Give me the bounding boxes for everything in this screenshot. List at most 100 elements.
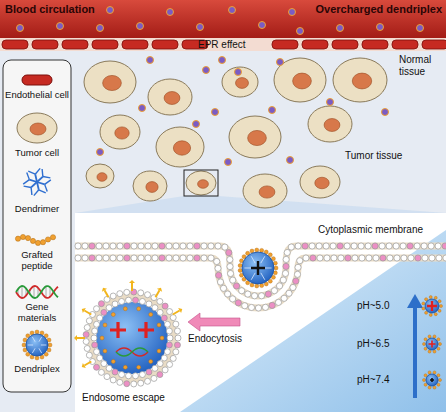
lipid-head (174, 342, 180, 348)
lipid-head (217, 279, 223, 285)
lipid-head (262, 304, 268, 310)
lipid-head (131, 381, 137, 387)
lipid-head (428, 243, 434, 249)
escape-arrowhead (178, 308, 182, 313)
nucleus (324, 119, 340, 132)
dendrimer-branch (261, 273, 265, 280)
peptide-bead (429, 313, 432, 316)
lipid-head (414, 243, 420, 249)
lipid-head (83, 339, 89, 345)
lipid-head (337, 243, 343, 249)
legend-text: Gene materials (18, 301, 57, 323)
tumor-cell (133, 171, 167, 201)
escape-arrowhead (82, 363, 86, 368)
peptide-bead (35, 330, 39, 334)
lipid-head (138, 255, 144, 261)
dendriplex-dot (203, 67, 210, 74)
legend-entry: Dendrimer (5, 204, 69, 215)
dendrimer-branch (37, 182, 39, 190)
lipid-head (98, 369, 104, 375)
escape-arrowhead (74, 335, 77, 341)
lipid-head (162, 367, 168, 373)
lipid-head (124, 255, 130, 261)
dendriplex-dot (229, 7, 236, 14)
lipid-head (201, 255, 207, 261)
dendrimer-branch (261, 256, 265, 263)
lipid-head (145, 255, 151, 261)
nucleus (97, 173, 107, 182)
nucleus (315, 177, 329, 189)
dendriplex-dot (382, 109, 389, 116)
lipid-head (112, 369, 118, 375)
lipid-head (117, 291, 123, 297)
lipid-head (443, 255, 446, 261)
dendrimer-branch (39, 190, 46, 193)
lipid-head (145, 292, 151, 298)
peptide-bead (433, 371, 436, 374)
dendrimer-branch (34, 190, 39, 196)
lipid-head (295, 243, 301, 249)
peptide-bead (35, 356, 39, 360)
lipid-head (166, 328, 172, 334)
endothelial-cell (122, 40, 148, 49)
lipid-tails (75, 246, 446, 296)
ph-label: pH~6.5 (357, 338, 390, 350)
lipid-head (331, 255, 337, 261)
dendriplex (423, 371, 442, 389)
lipid-head (317, 255, 323, 261)
lipid-head (167, 309, 173, 315)
process-label: Endosome escape (82, 392, 165, 404)
lipid-head (227, 263, 233, 269)
lipid-head (245, 291, 251, 297)
dendrimer-core (426, 338, 438, 350)
nucleus (293, 73, 312, 89)
lipid-head (106, 305, 112, 311)
peptide-bead (437, 347, 440, 350)
peptide-bead (103, 349, 107, 353)
peptide-bead (425, 298, 428, 301)
tumor-cell (86, 164, 114, 188)
lipid-head (175, 335, 181, 341)
tumor-cell-sample (17, 113, 57, 143)
lipid-head (265, 291, 271, 297)
tumor-cell (274, 58, 326, 102)
charge-sign (110, 322, 126, 338)
lipid-head (208, 243, 214, 249)
region-label: Normal tissue (399, 54, 443, 77)
dendrimer-branch (45, 180, 51, 184)
lipid-head (167, 335, 173, 341)
peptide-bead (25, 236, 30, 241)
lipid-head (94, 349, 100, 355)
dendriplex-dot (377, 24, 384, 31)
tumor-cell (333, 58, 387, 102)
lipid-head (164, 321, 170, 327)
endothelial-cell (62, 40, 88, 49)
peptide-bead (428, 371, 431, 374)
lipid-head (323, 243, 329, 249)
lipid-head (152, 255, 158, 261)
dendrimer-branch (45, 184, 48, 191)
peptide-bead (123, 307, 127, 311)
lipid-head (161, 315, 167, 321)
lipid-head (422, 255, 428, 261)
lipid-head (302, 243, 308, 249)
lipid-head (106, 365, 112, 371)
peptide-bead (149, 359, 153, 363)
lipid-head (330, 243, 336, 249)
lipid-head (96, 255, 102, 261)
lipid-head (103, 255, 109, 261)
endothelial-cell (332, 40, 358, 49)
helix-rung (22, 286, 23, 298)
lipid-head (131, 243, 137, 249)
dendriplex (238, 248, 278, 288)
peptide-bead (428, 386, 431, 389)
lipid-head (290, 284, 296, 290)
lipid-head (352, 255, 358, 261)
legend-entry: Gene materials (5, 302, 69, 324)
nucleus (248, 130, 267, 145)
lipid-head (372, 243, 378, 249)
dendriplex-dot (197, 24, 204, 31)
peptide-bead (103, 323, 107, 327)
